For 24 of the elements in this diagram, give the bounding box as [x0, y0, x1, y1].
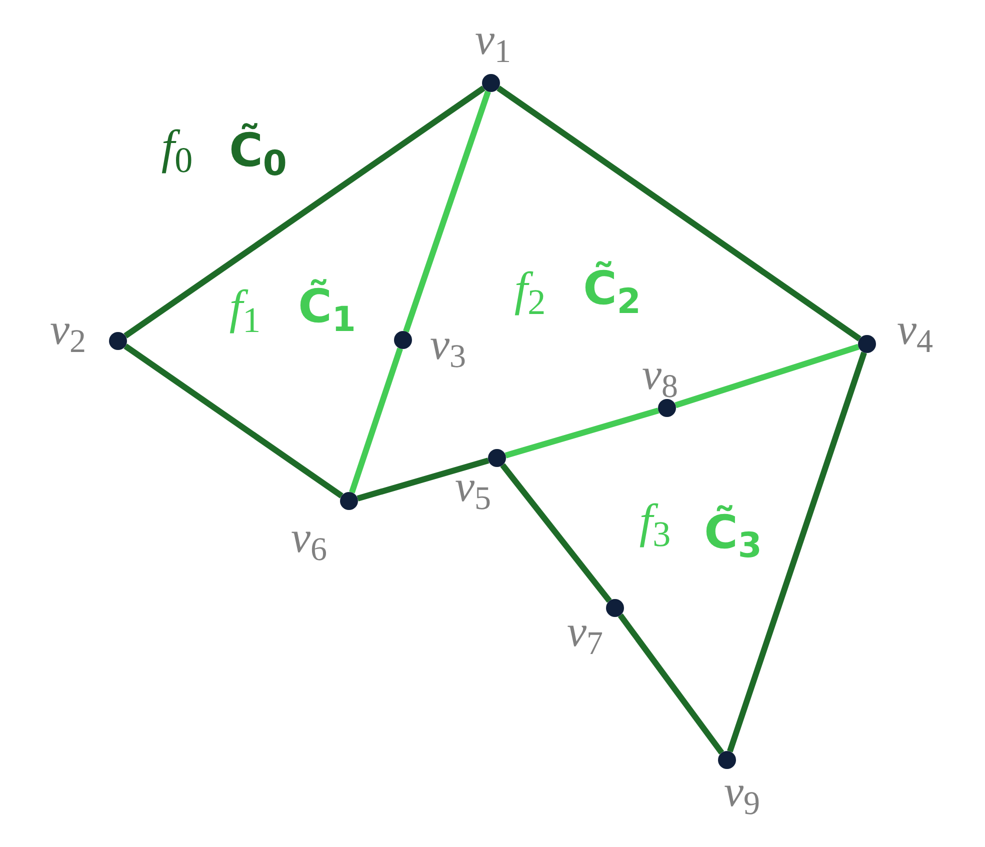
graph-edge [618, 613, 724, 755]
face-label: f$_{3}$ [639, 498, 671, 546]
vertex-label: v$_{4}$ [896, 308, 934, 352]
graph-edge [349, 348, 403, 494]
face-label: f$_{1}$ [229, 284, 261, 332]
vertex-label: v$_{7}$ [566, 610, 604, 654]
graph-edge [356, 458, 490, 502]
graph-edge [124, 86, 486, 338]
graph-edge [504, 408, 660, 458]
vertex-label: v$_{1}$ [474, 18, 512, 62]
graph-edge [500, 463, 612, 603]
graph-edge [403, 90, 491, 332]
vertex-label: v$_{9}$ [724, 770, 760, 814]
vertex-label: v$_{5}$ [454, 465, 492, 509]
vertex-label: v$_{8}$ [642, 353, 678, 397]
graph-edge [674, 344, 860, 408]
graph-edge [496, 86, 862, 342]
vertex-label: v$_{2}$ [50, 308, 86, 352]
face-label: f$_{0}$ [161, 124, 193, 172]
vertex-label: v$_{3}$ [430, 323, 466, 367]
face-label: f$_{2}$ [514, 266, 546, 314]
graph-edge [124, 344, 344, 498]
graph-edge [727, 352, 867, 752]
vertex-label: v$_{6}$ [290, 516, 328, 560]
